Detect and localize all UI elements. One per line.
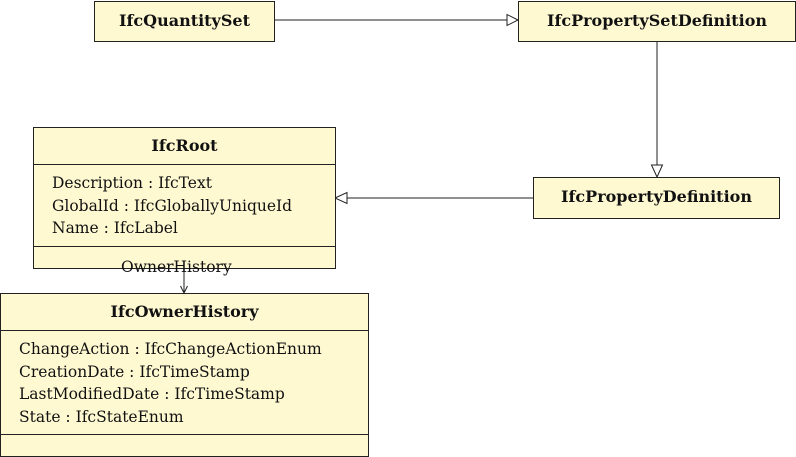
class-ifcroot[interactable]: IfcRoot Description : IfcText GlobalId :… (33, 127, 336, 269)
attribute-state: State : IfcStateEnum (19, 407, 184, 426)
attribute-lastmodifieddate: LastModifiedDate : IfcTimeStamp (19, 385, 285, 403)
class-name: IfcPropertySetDefinition (546, 11, 768, 30)
attribute-compartment: ChangeAction : IfcChangeActionEnum Creat… (1, 331, 368, 435)
class-ifcpropertysetdefinition[interactable]: IfcPropertySetDefinition (518, 1, 796, 42)
attribute-changeaction: ChangeAction : IfcChangeActionEnum (19, 340, 322, 358)
attribute-globalid: GlobalId : IfcGloballyUniqueId (52, 196, 293, 215)
attribute-name: Name : IfcLabel (52, 219, 178, 237)
attribute-description: Description : IfcText (52, 174, 212, 192)
class-ifcpropertydefinition[interactable]: IfcPropertyDefinition (533, 177, 780, 219)
generalization-propertydefinition-to-root (333, 191, 534, 205)
operation-compartment (1, 435, 368, 453)
class-ifcquantityset[interactable]: IfcQuantitySet (94, 1, 275, 42)
attribute-compartment: Description : IfcText GlobalId : IfcGlob… (34, 165, 335, 247)
class-name: IfcOwnerHistory (1, 294, 368, 331)
association-label-ownerhistory: OwnerHistory (121, 258, 232, 276)
attribute-creationdate: CreationDate : IfcTimeStamp (19, 362, 250, 381)
class-name: IfcRoot (34, 128, 335, 165)
generalization-quantityset-to-propertysetdefinition (274, 13, 520, 27)
class-name: IfcQuantitySet (119, 11, 250, 30)
generalization-propertysetdefinition-to-propertydefinition (650, 41, 664, 179)
class-ifcownerhistory[interactable]: IfcOwnerHistory ChangeAction : IfcChange… (0, 293, 369, 457)
class-name: IfcPropertyDefinition (561, 187, 752, 206)
